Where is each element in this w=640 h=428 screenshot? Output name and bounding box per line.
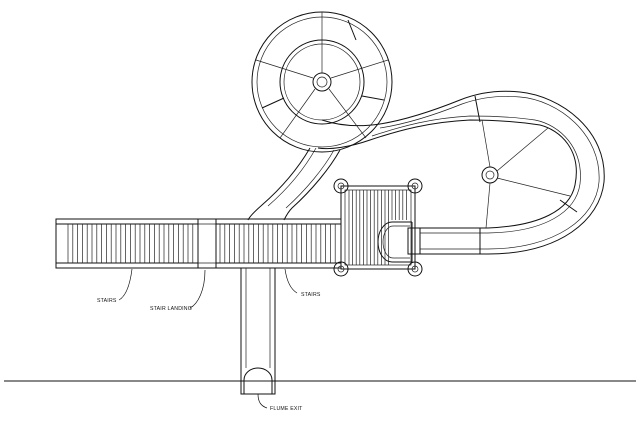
stairs-left <box>55 218 199 269</box>
helix-circle <box>251 11 393 153</box>
stairs-right <box>215 218 342 269</box>
loop-support-hub <box>474 95 578 254</box>
label-stairs-left: STAIRS <box>97 298 117 304</box>
label-stair-landing: STAIR LANDING <box>150 306 192 312</box>
annotations: STAIRS STAIR LANDING STAIRS FLUME EXIT <box>97 268 321 412</box>
exit-flume <box>240 268 276 395</box>
label-flume-exit: FLUME EXIT <box>270 406 303 412</box>
label-stairs-right: STAIRS <box>301 292 321 298</box>
stair-landing <box>197 218 217 269</box>
slide-flume <box>247 90 605 255</box>
tower-platform <box>333 178 423 277</box>
